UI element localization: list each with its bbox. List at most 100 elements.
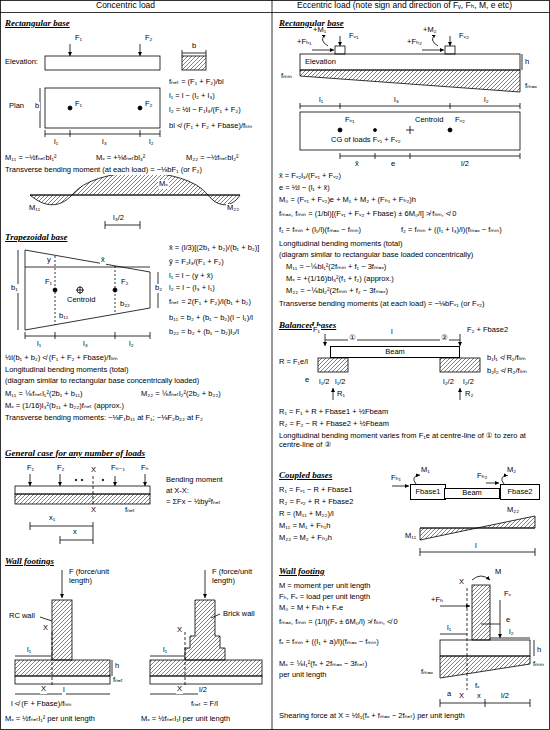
rect-base-concentric-stroke: [140, 44, 141, 56]
formula-label: l₁/2: [334, 378, 346, 387]
formula-label: M₁₁ = ⅙fₙₑₜl₁²(2b₁ + b₁₁): [4, 390, 84, 399]
trapezoidal-base-stroke: [25, 250, 150, 330]
formula-label: l₃: [393, 96, 400, 105]
formula-label: F₁: [26, 464, 35, 473]
formula-label: l₂ = ½l − F₁l₃/(F₁ + F₂): [168, 106, 242, 115]
general-case-base-stroke: [145, 474, 146, 486]
rect-base-concentric-stroke: [70, 44, 71, 56]
formula-label: M₂₂ = M₂ + Fₕ₂h: [278, 534, 333, 543]
formula-label: M₂: [506, 466, 517, 475]
formula-label: X: [42, 624, 49, 633]
formula-label: ②: [440, 334, 449, 343]
general-case-base-stroke: [60, 540, 93, 541]
formula-label: F (force/unit length): [211, 568, 271, 585]
formula-label: ①: [348, 334, 357, 343]
section-heading: Trapezoidal base: [4, 232, 68, 242]
coupled-bases-stroke: [486, 483, 499, 484]
coupled-bases-stroke: [502, 475, 508, 484]
formula-label: (diagram similar to rectangular base loa…: [278, 251, 474, 260]
rect-base-eccentric-stroke: [422, 50, 444, 51]
rect-base-concentric-stroke: [182, 53, 206, 54]
rect-base-concentric-stroke: [68, 106, 72, 110]
formula-label: y: [46, 256, 52, 265]
wall-footings-concentric-stroke: [52, 600, 72, 660]
formula-label: R₁: [336, 390, 346, 399]
formula-label: F (force/unit length): [68, 568, 132, 585]
rect-base-eccentric-stroke: [340, 103, 341, 109]
rect-base-eccentric-stroke: [432, 34, 438, 46]
formula-label: F₂ + Fbase2: [466, 326, 509, 335]
formula-label: x: [72, 528, 78, 537]
rect-base-eccentric: [300, 34, 522, 159]
general-case-base-stroke: [75, 479, 77, 481]
wall-footings-concentric-stroke: [15, 676, 110, 684]
formula-label: l₂: [483, 96, 490, 105]
rect-base-eccentric-stroke: [300, 112, 520, 150]
wall-footings-concentric-stroke: [205, 570, 206, 598]
formula-label: b: [191, 42, 197, 51]
formula-label: M: [494, 568, 502, 577]
formula-label: l₁ = l − (l₂ + l₃): [168, 92, 216, 101]
formula-label: Transverse bending moments (at each load…: [278, 300, 486, 309]
formula-label: Mₓ: [158, 180, 169, 189]
formula-label: l/2: [500, 692, 510, 701]
section-heading: Balanced bases: [278, 320, 337, 330]
general-case-base-stroke: [93, 522, 94, 544]
formula-label: F₂: [144, 100, 154, 109]
trapezoidal-base-stroke: [25, 267, 80, 268]
formula-label: fₙₑₜ = (F₁ + F₂)/bl: [168, 78, 225, 87]
rect-base-concentric-stroke: [45, 130, 46, 137]
trapezoidal-base-stroke: [115, 332, 116, 339]
formula-label: Fₙ: [140, 464, 150, 473]
formula-label: Shearing force at X = ½l₁(fₓ + fₘₐₓ − 2f…: [278, 712, 466, 721]
formula-label: b₁₁: [58, 312, 69, 321]
trapezoidal-base-stroke: [25, 336, 150, 337]
general-case-base-stroke: [15, 486, 150, 494]
section-heading: General case for any number of loads: [4, 448, 146, 458]
general-case-base-stroke: [115, 476, 116, 486]
table-frame-stroke: [272, 0, 273, 730]
wall-footings-concentric-stroke: [15, 660, 110, 676]
formula-label: ½l(b₁ + b₂) ≮ (F₁ + F₂ + Fbase)/fₗᵢₘ: [4, 354, 119, 363]
section-heading: Wall footings: [4, 556, 55, 566]
wall-footings-concentric-stroke: [150, 676, 262, 684]
formula-label: x̄: [100, 256, 106, 265]
coupled-bases-stroke: [420, 552, 535, 553]
rect-base-eccentric-stroke: [520, 153, 521, 159]
formula-label: l₁ = l − (y + x̄): [168, 272, 214, 281]
balanced-bases-stroke: [440, 358, 480, 372]
rect-base-concentric-stroke: [105, 221, 106, 229]
rect-base-concentric-stroke: [45, 134, 160, 135]
formula-label: = ΣFx − ½by²fₙₑₜ: [165, 498, 222, 507]
rect-base-eccentric-stroke: [338, 128, 342, 132]
formula-label: l ≮ (F + Fbase)/fₗᵢₘ: [10, 700, 72, 709]
formula-label: e: [390, 160, 396, 169]
formula-label: Bending moment: [165, 476, 224, 485]
rect-base-eccentric-stroke: [450, 36, 451, 46]
rect-base-eccentric-stroke: [410, 126, 411, 134]
trapezoidal-base-stroke: [25, 332, 26, 339]
general-case-base-stroke: [30, 526, 93, 527]
formula-label: e: [304, 376, 310, 385]
rect-base-eccentric-stroke: [300, 70, 520, 92]
box-label: Fbase2: [505, 488, 534, 496]
wall-footing-eccentric-stroke: [500, 600, 501, 638]
formula-label: R₁ = F₁ + R + Fbase1 + ½Fbeam: [278, 408, 389, 417]
wall-footing-eccentric-stroke: [485, 699, 486, 707]
wall-footing-eccentric-stroke: [440, 640, 530, 656]
formula-label: h: [524, 58, 530, 67]
formula-label: M₀ = M + Fₕh + Fᵥe: [278, 604, 344, 613]
formula-label: (diagram similar to rectangular base con…: [4, 377, 200, 386]
formula-label: Transverse bending moment (at each load)…: [4, 166, 203, 175]
formula-label: F₁: [312, 326, 321, 335]
formula-label: Centroid: [66, 296, 96, 305]
formula-label: h: [536, 646, 542, 655]
formula-label: M₂₂: [226, 204, 240, 213]
formula-label: X: [458, 578, 465, 587]
wall-footing-eccentric: [440, 576, 534, 707]
formula-label: ȳ = F₂l₃/(F₁ + F₂): [168, 258, 225, 267]
formula-label: RC wall: [8, 612, 36, 621]
formula-label: Longitudinal bending moments (total): [4, 366, 129, 375]
